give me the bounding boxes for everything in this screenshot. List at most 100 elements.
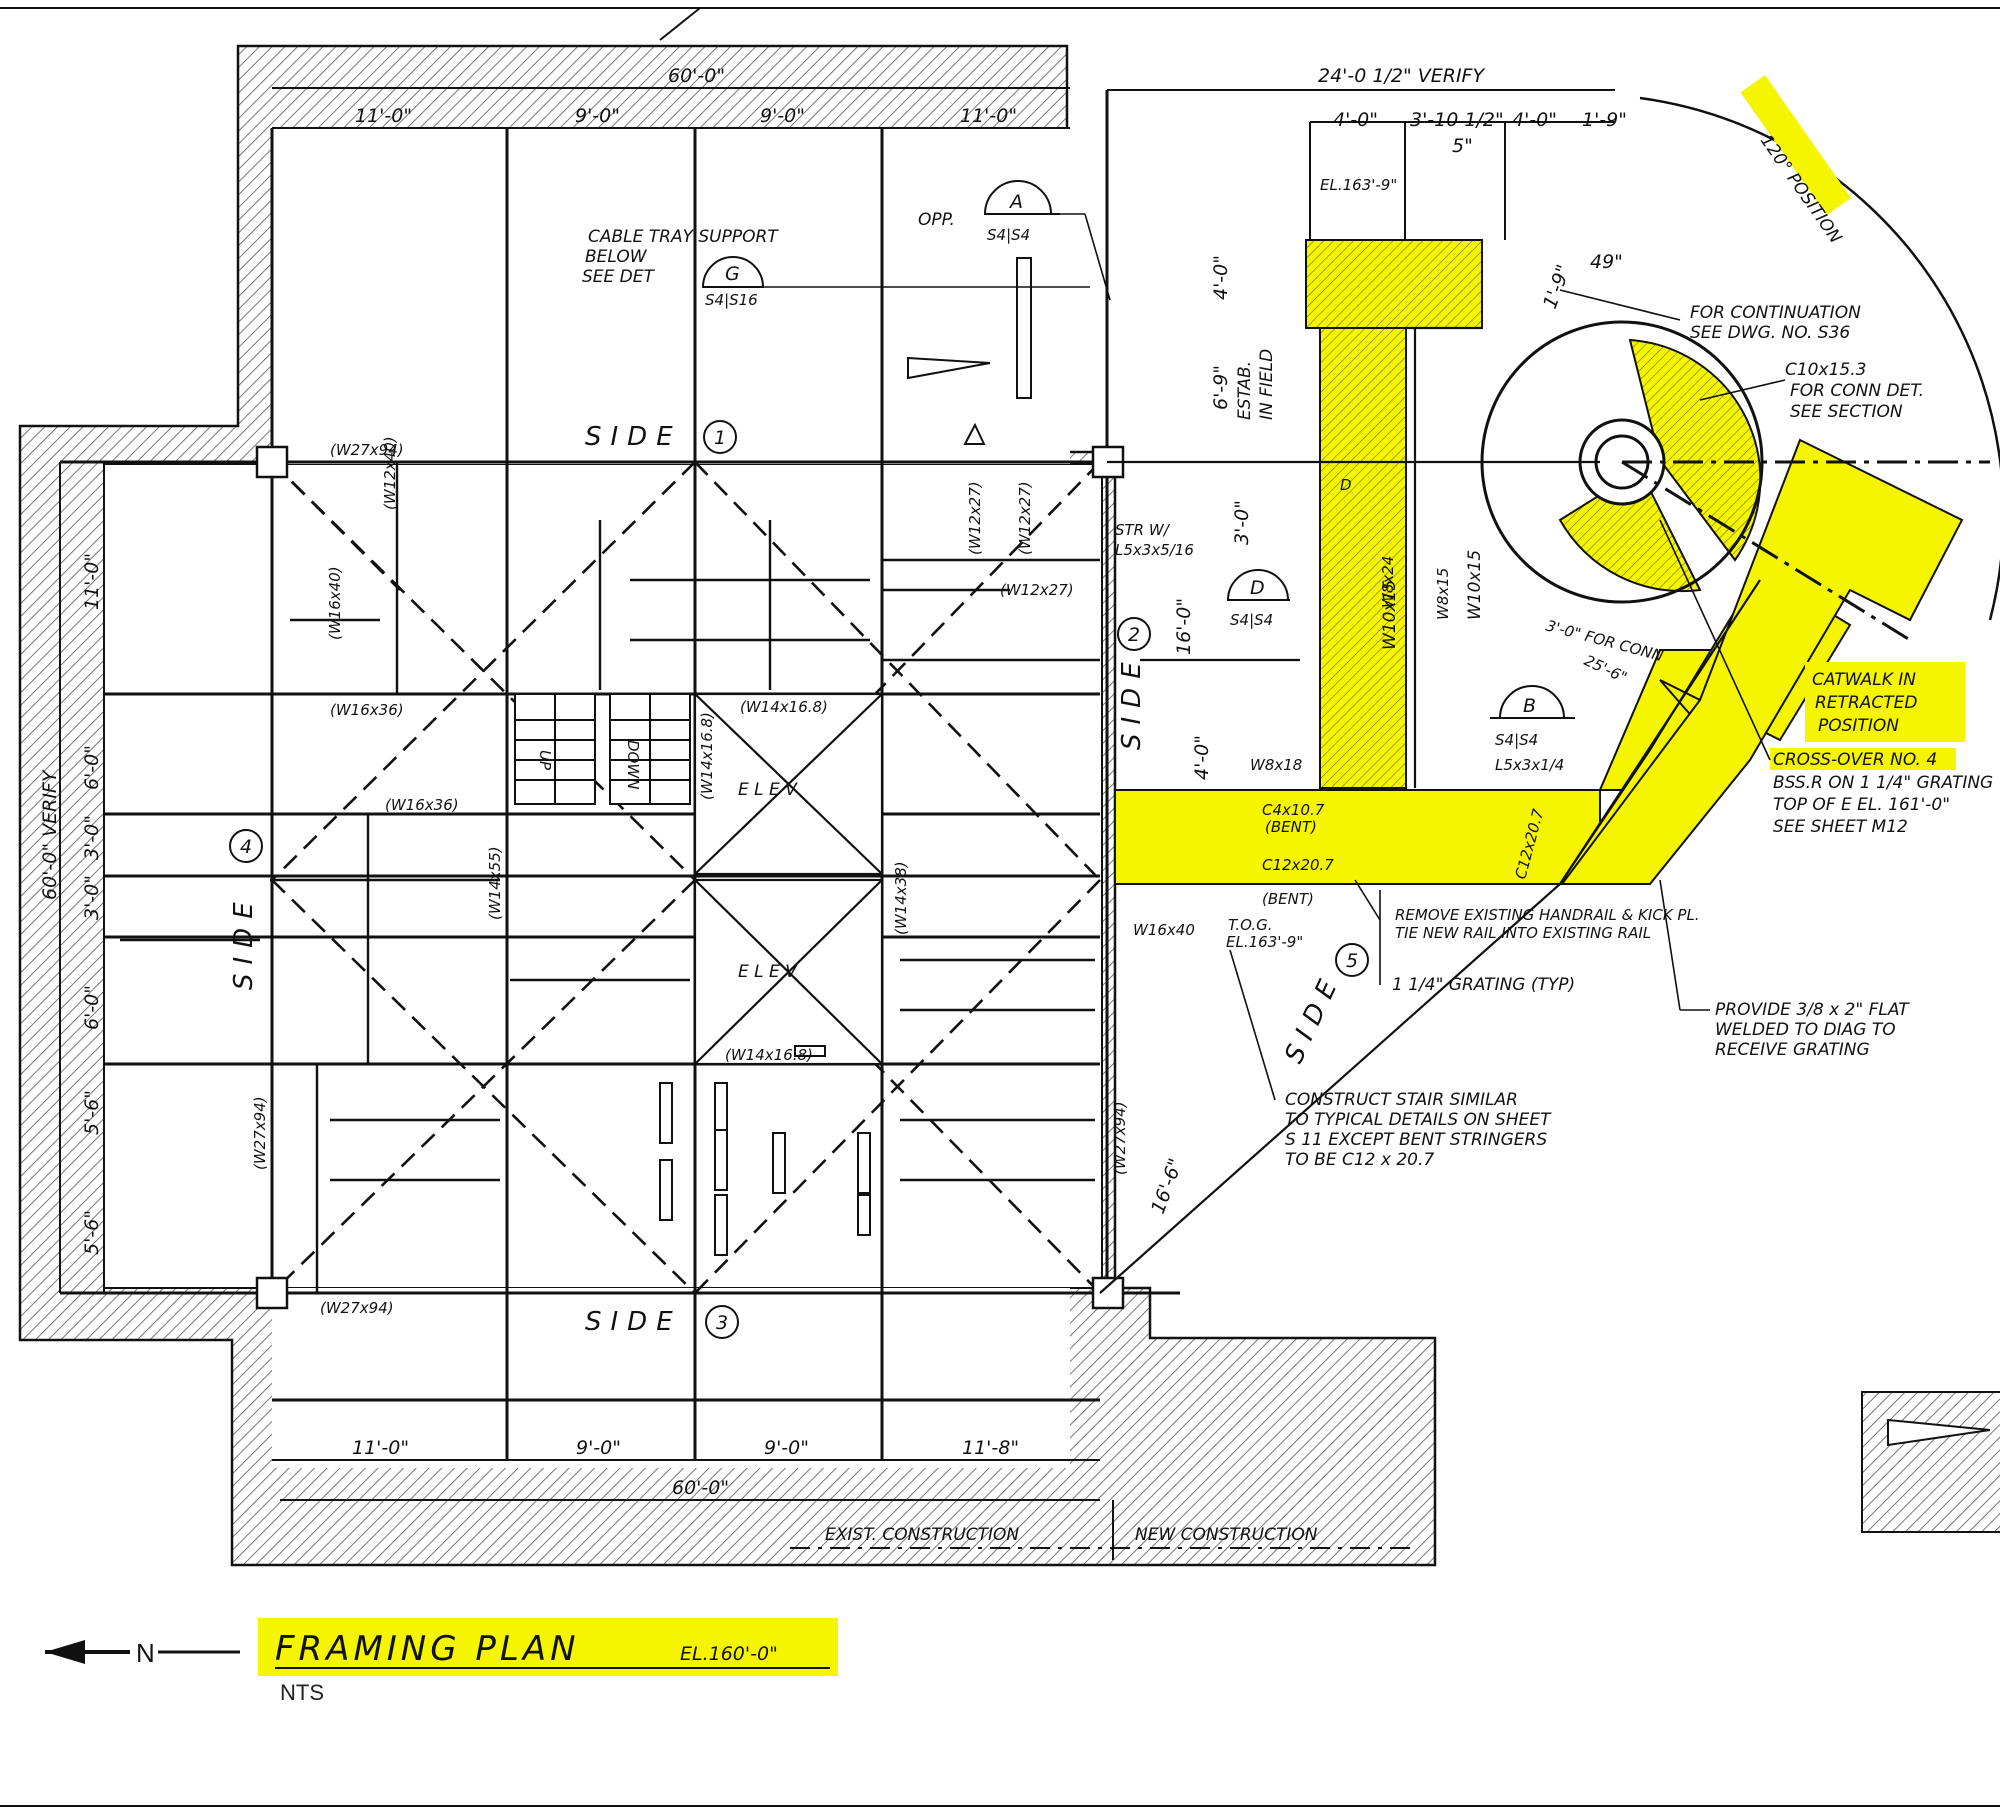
label-w16x40: W16x40 — [1133, 921, 1195, 939]
dim-right-top-bay-4: 1'-9" — [1582, 109, 1627, 131]
tog-note-2: EL.163'-9" — [1226, 933, 1303, 951]
dim-top-bay-3: 9'-0" — [760, 105, 805, 127]
dim-bottom-bay-2: 9'-0" — [576, 1437, 621, 1459]
detail-bubble-b — [1490, 685, 1575, 719]
new-construction-label: NEW CONSTRUCTION — [1135, 1525, 1318, 1545]
tog-note-1: T.O.G. — [1228, 916, 1273, 934]
north-arrow-icon — [45, 1640, 240, 1664]
member-w27-bottom: (W27x94) — [320, 1299, 394, 1317]
provide-flat-note-1: PROVIDE 3/8 x 2" FLAT — [1715, 1000, 1910, 1020]
side-2-number: 2 — [1128, 624, 1140, 646]
stair-up-label: UP — [536, 750, 554, 771]
triangle-marker-icon — [963, 422, 986, 445]
partial-detail-arrow-icon — [1887, 1418, 1991, 1447]
side-5-circle — [1335, 943, 1369, 977]
dim-left-bay-3: 3'-0" — [81, 815, 103, 860]
side-2-circle — [1117, 617, 1151, 651]
dim-left-bay-2: 6'-0" — [81, 745, 103, 790]
dim-top-total: 60'-0" — [668, 65, 725, 87]
plan-title: FRAMING PLAN — [275, 1629, 580, 1669]
dim-misc-4: 3'-0" — [1231, 500, 1253, 545]
label-25ft: 25'-6" — [1581, 651, 1629, 686]
side-2-label: SIDE — [1117, 653, 1147, 750]
detail-d-sheets: S4|S4 — [1230, 611, 1273, 629]
member-w12-40: (W12x40) — [381, 436, 399, 510]
estab-note-1: ESTAB. — [1235, 361, 1255, 420]
member-w16-36-b: (W16x36) — [385, 796, 459, 814]
dim-left-bay-7: 5'-6" — [81, 1210, 103, 1255]
continuation-note-2: SEE DWG. NO. S36 — [1690, 323, 1850, 343]
crossover-note-2: BSS.R ON 1 1/4" GRATING — [1773, 773, 1993, 793]
label-w10x15: W10x15 — [1380, 580, 1400, 650]
scale-label: NTS — [280, 1680, 324, 1705]
exist-construction-label: EXIST. CONSTRUCTION — [825, 1525, 1019, 1545]
dim-right-top-bay-3: 4'-0" — [1512, 109, 1557, 131]
label-el163: EL.163'-9" — [1320, 176, 1397, 194]
dim-bottom-bay-1: 11'-0" — [352, 1437, 409, 1459]
dim-left-bay-6: 5'-6" — [81, 1090, 103, 1135]
side-4-label: SIDE — [229, 893, 259, 990]
crossover-highlight — [1770, 748, 1956, 770]
remove-rail-note-2: TIE NEW RAIL INTO EXISTING RAIL — [1395, 924, 1651, 942]
detail-d-letter: D — [1250, 577, 1265, 599]
catwalk-note-3: POSITION — [1818, 716, 1899, 736]
dim-right-top-bay-1: 4'-0" — [1333, 109, 1378, 131]
leader-lines — [1030, 213, 1786, 1101]
stair-str-note-2: L5x3x5/16 — [1115, 541, 1194, 559]
dim-misc-3: 6'-9" — [1210, 365, 1232, 410]
member-w27-top: (W27x94) — [330, 441, 404, 459]
elevator-label-a: E L E V — [738, 780, 798, 800]
provide-flat-note-2: WELDED TO DIAG TO — [1715, 1020, 1896, 1040]
c10-note-1: C10x15.3 — [1785, 360, 1866, 380]
bracing-diagonals — [271, 461, 1101, 1294]
dim-left-bay-5: 6'-0" — [81, 985, 103, 1030]
member-w27-left: (W27x94) — [251, 1096, 269, 1170]
side-4-number: 4 — [240, 836, 252, 858]
crossover-note-3: TOP OF E EL. 161'-0" — [1773, 795, 1950, 815]
side-4-circle — [229, 829, 263, 863]
member-w14-16-a: (W14x16.8) — [740, 698, 828, 716]
dim-misc-5: 16'-0" — [1173, 598, 1195, 655]
detail-b-letter: B — [1523, 695, 1536, 717]
side-5-label: SIDE — [1279, 968, 1347, 1068]
detail-bubble-g — [701, 256, 1090, 288]
side-1-circle — [703, 420, 737, 454]
detail-g-letter: G — [725, 263, 740, 285]
dim-bottom-total: 60'-0" — [672, 1477, 729, 1499]
position-120-highlight — [1740, 75, 1852, 216]
dim-bottom-bay-4: 11'-8" — [962, 1437, 1019, 1459]
c10-note-3: SEE SECTION — [1790, 402, 1903, 422]
dim-right-top-bay-2: 3'-10 1/2" — [1410, 109, 1504, 131]
highlighted-new-construction — [1114, 239, 1964, 885]
crossover-note-4: SEE SHEET M12 — [1773, 817, 1908, 837]
stair-down-label: DOWN — [624, 740, 642, 789]
label-w10x15-b: W10x15 — [1465, 550, 1485, 620]
side-1-label: SIDE — [585, 422, 682, 452]
detail-g-sheets: S4|S16 — [705, 291, 758, 309]
dim-right-top-total: 24'-0 1/2" VERIFY — [1318, 65, 1485, 87]
member-w14-55: (W14x55) — [486, 846, 504, 920]
channel-note-1: C4x10.7 — [1262, 801, 1325, 819]
member-w14-38: (W14x38) — [892, 861, 910, 935]
leader-line — [659, 7, 701, 41]
columns — [255, 445, 1125, 1310]
label-w8x15: W8x15 — [1434, 568, 1452, 620]
detail-bubble-d — [1226, 569, 1290, 601]
construct-stair-note-1: CONSTRUCT STAIR SIMILAR — [1285, 1090, 1518, 1110]
plan-title-elevation: EL.160'-0" — [680, 1643, 778, 1665]
dim-misc-7: 16'-6" — [1147, 1156, 1187, 1217]
label-l5: L5x3x1/4 — [1495, 756, 1564, 774]
label-bent: (BENT) — [1262, 890, 1314, 908]
dim-misc-9: 49" — [1590, 251, 1623, 273]
dim-top-bay-2: 9'-0" — [575, 105, 620, 127]
dimension-lines — [59, 87, 1615, 1501]
catwalk-framing-lines — [1099, 326, 1761, 1294]
side-5-number: 5 — [1346, 950, 1358, 972]
detail-a-sheets: S4|S4 — [987, 226, 1030, 244]
label-d-mark: D — [1340, 476, 1352, 494]
channel-note-2: (BENT) — [1265, 818, 1317, 836]
side-1-number: 1 — [714, 427, 726, 449]
member-w27-right: (W27x94) — [1111, 1101, 1129, 1175]
elevator-label-b: E L E V — [738, 962, 798, 982]
